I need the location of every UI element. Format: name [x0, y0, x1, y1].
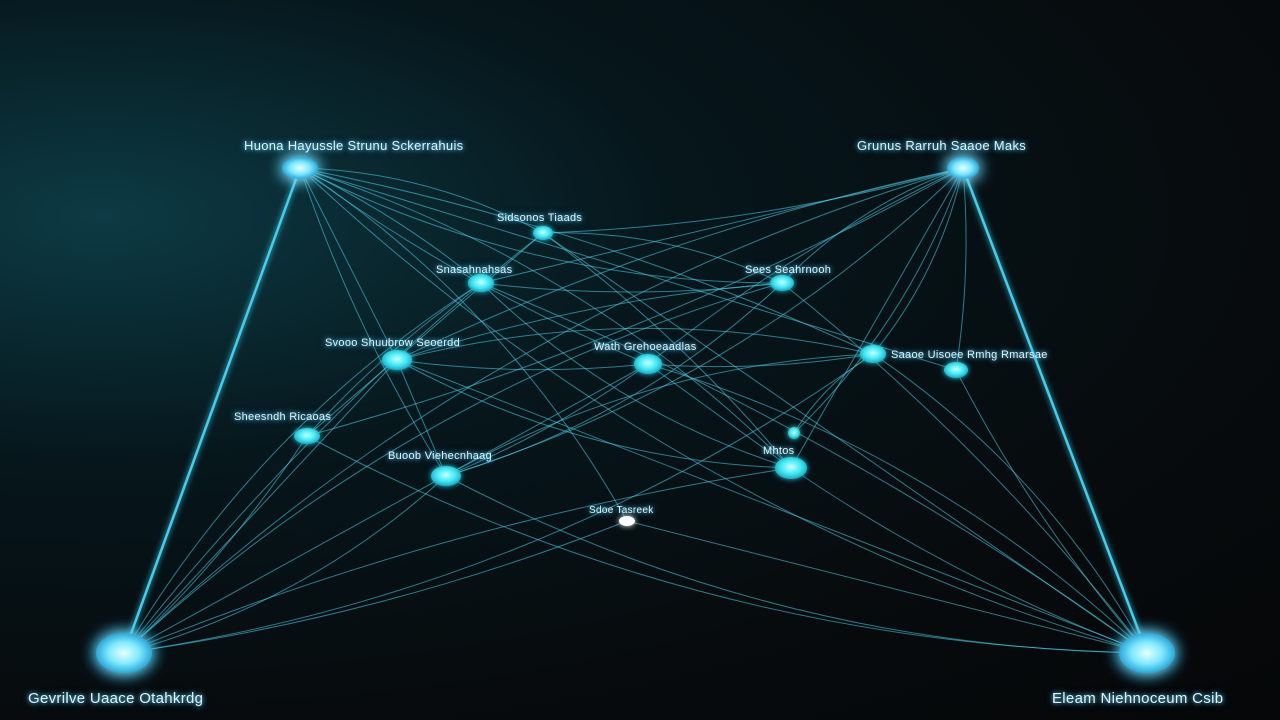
edge-line — [299, 167, 1148, 654]
node-i — [431, 466, 461, 486]
frame-edge — [122, 167, 302, 654]
node-label-8: Buoob Viehecnhaag — [388, 450, 492, 462]
edge-line — [123, 475, 447, 654]
edge-line — [793, 167, 964, 434]
node-label-6: Sheesndh Ricaoas — [234, 411, 332, 423]
edge-line — [542, 167, 964, 234]
edge-line — [955, 167, 967, 371]
edge-line — [299, 167, 544, 234]
node-k2 — [788, 427, 800, 439]
edge-line — [123, 467, 792, 654]
corner-label-bottom-right: Eleam Niehnoceum Csib — [1052, 690, 1224, 707]
node-white — [619, 516, 635, 526]
edge-line — [781, 282, 1148, 654]
edge-line — [299, 167, 792, 469]
edge-line — [306, 167, 964, 437]
corner-label-bottom-left: Gevrilve Uaace Otahkrdg — [28, 690, 204, 707]
node-j — [775, 457, 807, 479]
node-label-3: Sees Seahrnooh — [745, 264, 832, 276]
edge-line — [396, 359, 792, 469]
edge-line — [123, 359, 398, 654]
edge-layer — [123, 167, 1148, 654]
edge-line — [781, 167, 964, 284]
edge-line — [542, 232, 792, 469]
node-b — [468, 274, 494, 292]
edge-line — [647, 363, 792, 469]
edge-line — [123, 282, 482, 654]
edge-line — [299, 167, 398, 361]
hub-node-top-left — [282, 157, 318, 179]
edge-line — [299, 167, 957, 371]
node-label-2: Snasahnahsas — [436, 264, 513, 276]
node-label-10: Sdoe Tasreek — [589, 505, 654, 516]
node-d — [382, 350, 412, 370]
frame-layer — [122, 166, 1149, 655]
edge-line — [790, 167, 964, 469]
edge-line — [790, 467, 1148, 654]
edge-line — [123, 363, 649, 654]
edge-line — [299, 167, 874, 355]
edge-line — [123, 435, 308, 654]
edge-line — [396, 359, 1148, 654]
node-label-7: Saaoe Uisoee Rmhg Rmarsae — [891, 349, 1048, 361]
node-a — [533, 226, 553, 240]
edge-line — [123, 282, 783, 654]
node-h — [294, 428, 320, 444]
corner-label-top-right: Grunus Rarruh Saaoe Maks — [857, 138, 1027, 153]
edge-line — [647, 363, 1148, 654]
hub-node-top-right — [947, 157, 979, 179]
node-label-1: Sidsonos Tiaads — [497, 212, 583, 224]
node-label-9: Mhtos — [763, 445, 795, 457]
hub-node-bottom-left — [96, 633, 152, 673]
node-e — [634, 354, 662, 374]
edge-line — [793, 353, 874, 434]
edge-line — [872, 353, 1148, 654]
edge-line — [445, 282, 783, 477]
edge-line — [542, 232, 1148, 654]
edge-line — [396, 167, 964, 361]
hub-node-bottom-right — [1119, 633, 1175, 673]
edge-line — [396, 359, 447, 477]
edge-line — [542, 232, 783, 284]
corner-label-top-left: Huona Hayussle Strunu Sckerrahuis — [244, 138, 464, 153]
node-label-5: Wath Grehoeaadlas — [594, 341, 697, 353]
edge-line — [396, 359, 649, 371]
edge-line — [480, 167, 964, 284]
edge-line — [123, 353, 874, 654]
edge-line — [480, 282, 1148, 654]
edge-line — [306, 232, 544, 437]
node-c — [770, 275, 794, 291]
edge-line — [480, 282, 792, 469]
node-label-4: Svooo Shuubrow Seoerdd — [325, 337, 461, 349]
edge-line — [299, 167, 628, 522]
edge-line — [123, 520, 628, 654]
edge-line — [445, 363, 649, 477]
edge-line — [396, 327, 874, 361]
edge-line — [299, 167, 783, 284]
edge-line — [123, 167, 964, 654]
edge-line — [299, 167, 447, 477]
edge-line — [626, 520, 1148, 654]
frame-edge — [961, 167, 1149, 654]
edge-line — [872, 167, 964, 355]
edge-line — [445, 353, 874, 477]
node-f — [860, 345, 886, 363]
edge-line — [306, 435, 1148, 654]
node-layer — [96, 157, 1175, 673]
edge-line — [955, 369, 1148, 654]
node-g — [944, 362, 968, 378]
edge-line — [480, 282, 783, 293]
